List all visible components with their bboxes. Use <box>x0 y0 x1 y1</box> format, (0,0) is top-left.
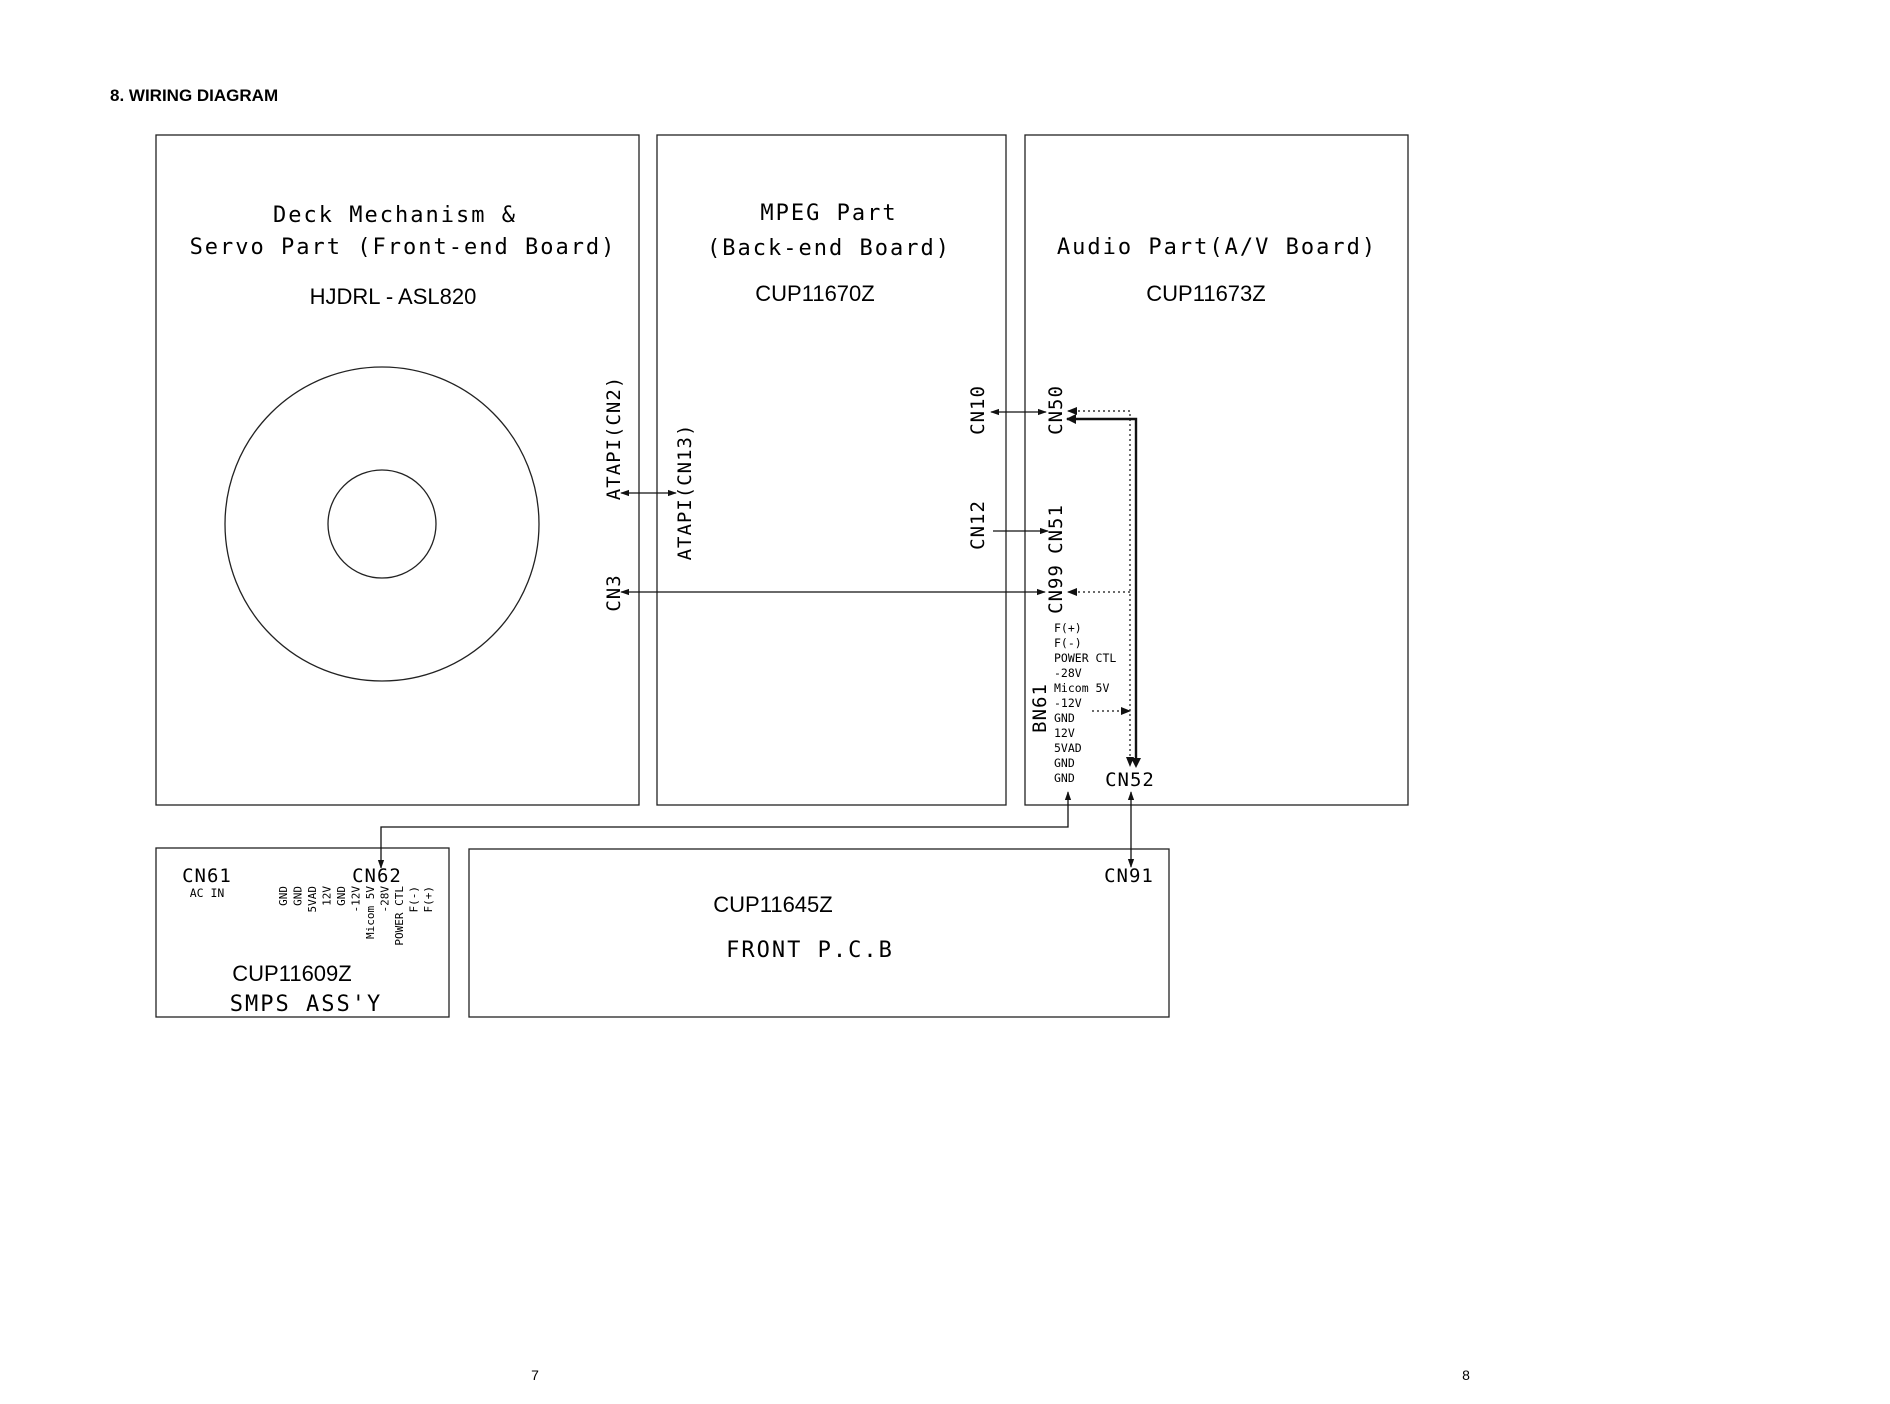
cn62-pin-label: -12V <box>350 886 363 913</box>
bn61-pin-label: 12V <box>1054 726 1075 740</box>
cn62-pin-label: Micom 5V <box>364 886 377 939</box>
cn62-pin-label: POWER CTL <box>393 886 406 946</box>
mpeg-board-title-line1: MPEG Part <box>760 201 897 226</box>
deck-board-title-line2: Servo Part (Front-end Board) <box>190 235 617 260</box>
cn62-pin-label: GND <box>292 886 305 906</box>
mpeg-connector-cn10: CN10 <box>967 385 989 435</box>
audio-connector-cn51: CN51 <box>1045 504 1067 554</box>
bn61-pin-label: F(-) <box>1054 636 1082 650</box>
mpeg-board-title-line2: (Back-end Board) <box>707 236 951 261</box>
arrow-cn52-dotted <box>1126 757 1134 767</box>
mpeg-board-part-number: CUP11670Z <box>755 281 874 306</box>
audio-connector-cn99: CN99 <box>1045 564 1067 614</box>
cn62-pin-label: F(-) <box>408 886 421 913</box>
disc-outer-circle <box>224 366 540 682</box>
deck-connector-atapi-cn2: ATAPI(CN2) <box>603 376 625 500</box>
mpeg-connector-atapi-cn13: ATAPI(CN13) <box>674 424 696 561</box>
arrow-cn99-dotted <box>1067 588 1077 596</box>
deck-board-title-line1: Deck Mechanism & <box>273 203 517 228</box>
page-number-left: 7 <box>531 1367 539 1383</box>
audio-connector-cn50: CN50 <box>1045 385 1067 435</box>
wire-cn50-cn52-dotted <box>1068 410 1131 764</box>
bn61-pin-label: POWER CTL <box>1054 651 1116 665</box>
wire-bn61-cn62 <box>377 791 1072 869</box>
bn61-pin-label: GND <box>1054 771 1075 785</box>
page-heading: 8. WIRING DIAGRAM <box>110 86 278 105</box>
arrow-cn50-dotted <box>1067 407 1077 415</box>
smps-board-box <box>155 847 450 1018</box>
bn61-pin-label: -12V <box>1054 696 1082 710</box>
arrow-cn52-bold <box>1131 758 1141 768</box>
smps-connector-cn61: CN61 <box>182 865 232 887</box>
deck-connector-cn3: CN3 <box>603 574 625 611</box>
bn61-pin-label: 5VAD <box>1054 741 1082 755</box>
audio-board-part-number: CUP11673Z <box>1146 281 1265 306</box>
wire-cn50-cn52-bold <box>1067 417 1138 765</box>
cn62-pin-label: F(+) <box>422 886 435 913</box>
smps-connector-cn62: CN62 <box>352 865 402 887</box>
deck-board-part-number: HJDRL - ASL820 <box>310 284 477 309</box>
bn61-pin-label: Micom 5V <box>1054 681 1109 695</box>
audio-board-title: Audio Part(A/V Board) <box>1057 235 1377 260</box>
disc-spindle-circle <box>327 469 437 579</box>
bn61-pin-label: F(+) <box>1054 621 1082 635</box>
front-board-title: FRONT P.C.B <box>726 938 894 963</box>
audio-connector-bn61: BN61 <box>1029 683 1051 733</box>
audio-connector-cn52: CN52 <box>1105 769 1155 791</box>
arrow-cn50-bold <box>1066 414 1076 424</box>
smps-board-part-number: CUP11609Z <box>232 961 351 986</box>
cn62-pin-label: GND <box>277 886 290 906</box>
page-number-right: 8 <box>1462 1367 1470 1383</box>
smps-cn61-pin-ac-in: AC IN <box>190 886 225 900</box>
front-connector-cn91: CN91 <box>1104 865 1154 887</box>
bn61-pin-label: GND <box>1054 711 1075 725</box>
front-board-part-number: CUP11645Z <box>713 892 832 917</box>
mpeg-connector-cn12: CN12 <box>967 500 989 550</box>
arrow-bn61-12v-dotted <box>1121 707 1131 715</box>
audio-board-box <box>1024 134 1409 806</box>
smps-board-title: SMPS ASS'Y <box>230 992 382 1017</box>
cn62-pin-label: 5VAD <box>306 886 319 913</box>
bn61-pin-label: -28V <box>1054 666 1082 680</box>
cn62-pin-label: GND <box>335 886 348 906</box>
cn62-pin-label: -28V <box>379 886 392 913</box>
bn61-pin-label: GND <box>1054 756 1075 770</box>
cn62-pin-label: 12V <box>321 886 334 906</box>
front-board-box <box>468 848 1170 1018</box>
